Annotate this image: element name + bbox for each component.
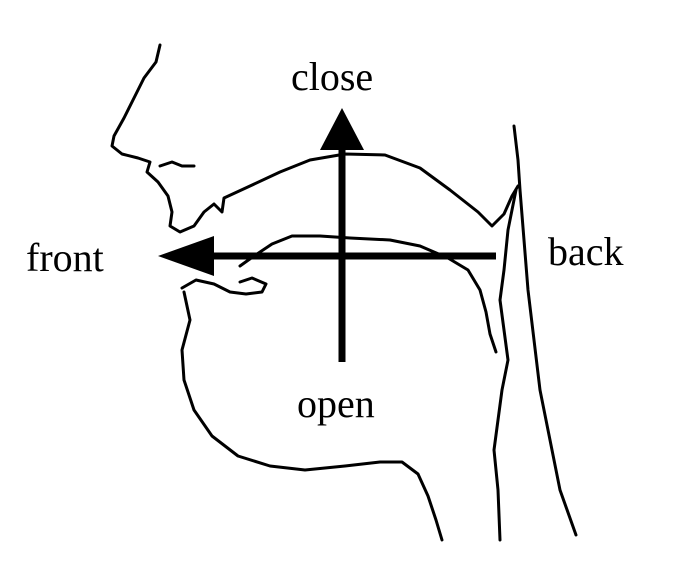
arrow-left-icon — [158, 236, 214, 276]
front-back-arrow — [158, 236, 496, 276]
label-back: back — [548, 229, 624, 274]
label-close: close — [291, 54, 374, 99]
close-open-arrow — [320, 108, 364, 362]
tongue-outline — [238, 234, 498, 354]
lower-lip-teeth — [180, 276, 268, 296]
label-front: front — [26, 235, 104, 280]
jaw-outline — [180, 290, 444, 542]
label-open: open — [297, 381, 375, 426]
arrow-up-icon — [320, 108, 364, 150]
front-pharynx-wall — [492, 188, 518, 542]
face-profile-outline — [110, 43, 520, 234]
back-pharynx-wall — [512, 124, 578, 537]
nostril-line — [158, 160, 196, 168]
